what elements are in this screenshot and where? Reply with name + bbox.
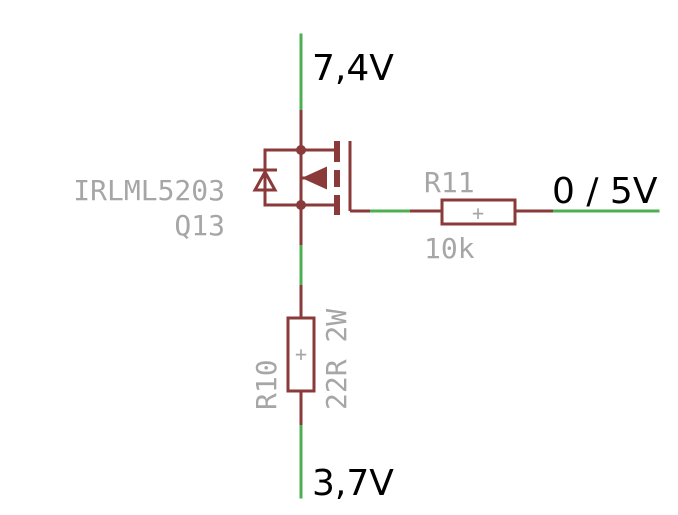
r10-part-ref: R10 [250, 359, 283, 410]
r10-resistor-symbol [286, 285, 316, 425]
net-label-output: 0 / 5V [552, 171, 658, 212]
body-diode-icon [252, 168, 278, 192]
wires [299, 33, 660, 499]
junction-dot [296, 200, 306, 210]
net-label-top: 7,4V [312, 48, 394, 89]
q13-part-ref: Q13 [174, 209, 225, 242]
r11-resistor-symbol [410, 198, 553, 226]
r10-part-value: 22R 2W [320, 309, 353, 410]
r11-part-ref: R11 [424, 166, 475, 199]
channel-arrow-icon [301, 166, 327, 190]
q13-mosfet-symbol [263, 110, 370, 245]
r11-part-value: 10k [424, 232, 475, 265]
net-label-bottom: 3,7V [312, 463, 394, 504]
junction-dot [296, 145, 306, 155]
q13-part-type: IRLML5203 [73, 174, 225, 207]
r10-center-mark: + [295, 342, 307, 366]
r11-center-mark: + [472, 201, 484, 225]
